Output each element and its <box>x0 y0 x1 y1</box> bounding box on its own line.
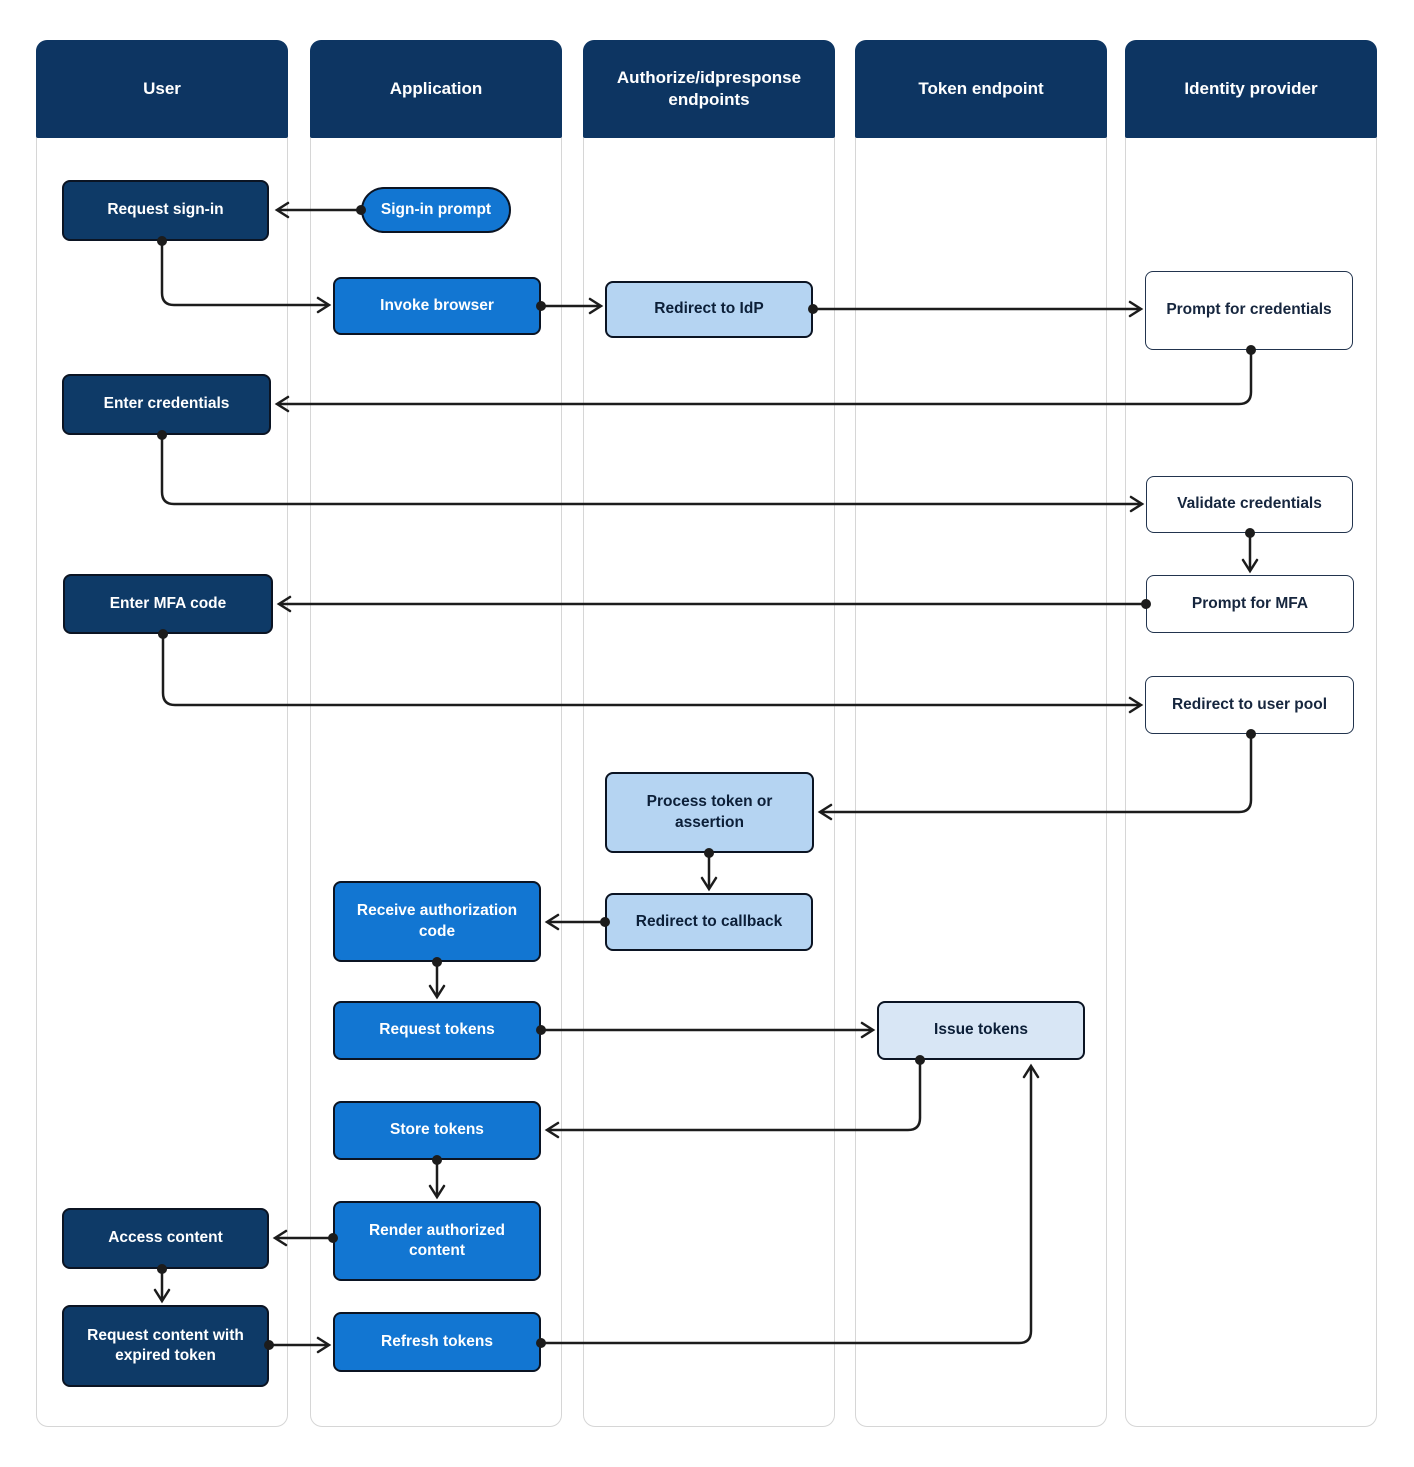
node-enter-credentials: Enter credentials <box>62 374 271 435</box>
node-sign-in-prompt: Sign-in prompt <box>361 187 511 233</box>
node-validate-credentials: Validate credentials <box>1146 476 1353 533</box>
lane-title: Application <box>389 78 483 98</box>
node-redirect-to-idp: Redirect to IdP <box>605 281 813 338</box>
node-receive-authorization-code: Receive authorization code <box>333 881 541 962</box>
node-access-content: Access content <box>62 1208 269 1269</box>
lane-header-user: User <box>36 40 288 138</box>
node-issue-tokens: Issue tokens <box>877 1001 1085 1060</box>
node-invoke-browser: Invoke browser <box>333 277 541 335</box>
node-request-tokens: Request tokens <box>333 1001 541 1060</box>
node-redirect-to-callback: Redirect to callback <box>605 893 813 951</box>
node-request-sign-in: Request sign-in <box>62 180 269 241</box>
lane-header-application: Application <box>310 40 562 138</box>
lane-authorize-endpoints: Authorize/idpresponse endpoints <box>583 40 835 1427</box>
node-process-token-or-assertion: Process token or assertion <box>605 772 814 853</box>
lane-title: User <box>143 78 181 98</box>
lane-title: Authorize/idpresponse endpoints <box>616 67 802 109</box>
node-store-tokens: Store tokens <box>333 1101 541 1160</box>
lane-header-authorize-endpoints: Authorize/idpresponse endpoints <box>583 40 835 138</box>
node-redirect-to-user-pool: Redirect to user pool <box>1145 676 1354 734</box>
node-refresh-tokens: Refresh tokens <box>333 1312 541 1372</box>
lane-title: Token endpoint <box>918 78 1044 98</box>
lane-header-token-endpoint: Token endpoint <box>855 40 1107 138</box>
lane-application: Application <box>310 40 562 1427</box>
lane-token-endpoint: Token endpoint <box>855 40 1107 1427</box>
lane-header-identity-provider: Identity provider <box>1125 40 1377 138</box>
node-prompt-for-mfa: Prompt for MFA <box>1146 575 1354 633</box>
node-render-authorized-content: Render authorized content <box>333 1201 541 1281</box>
lane-title: Identity provider <box>1184 78 1318 98</box>
node-enter-mfa-code: Enter MFA code <box>63 574 273 634</box>
node-prompt-for-credentials: Prompt for credentials <box>1145 271 1353 350</box>
node-request-content-with-expired-token: Request content with expired token <box>62 1305 269 1387</box>
